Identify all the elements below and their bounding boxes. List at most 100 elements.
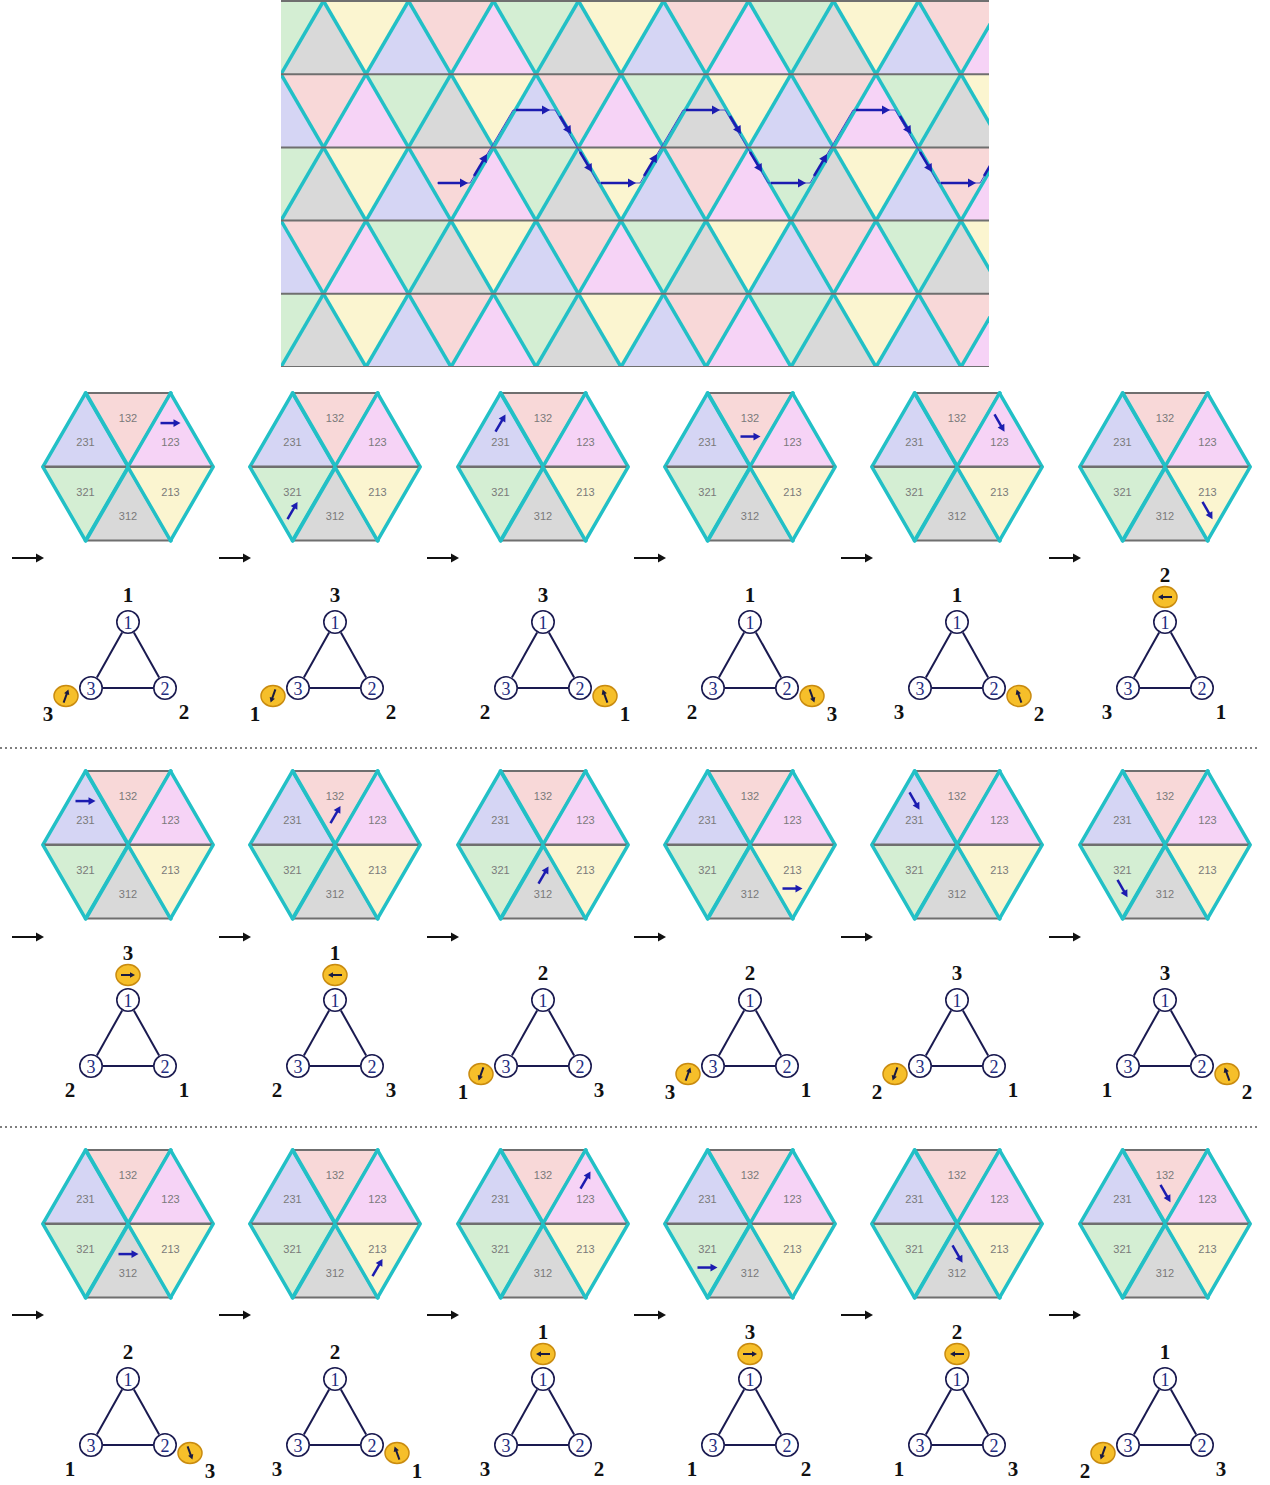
- position-label: 3: [1216, 1459, 1227, 1480]
- triangle-fill: [128, 845, 213, 919]
- tile-edge: [876, 74, 919, 147]
- triangle-edge: [1000, 1150, 1043, 1224]
- triangle-edge: [872, 1223, 957, 1225]
- triangle-edge: [1123, 845, 1166, 919]
- triangle-edge: [793, 771, 836, 845]
- triangle-edge: [1123, 467, 1166, 541]
- triangle-edge: [1080, 1223, 1165, 1225]
- triangle-edge: [586, 393, 629, 467]
- region-label: 123: [161, 1194, 179, 1205]
- triangle-edge: [957, 844, 1042, 846]
- vertex-outline: [1154, 611, 1176, 633]
- region-triangle: 213: [128, 1224, 213, 1298]
- tile-edge: [961, 294, 989, 367]
- triangle-edge: [750, 1223, 835, 1225]
- triangle-fill: [957, 771, 1042, 845]
- triangle-edge: [293, 1224, 336, 1298]
- triangle-fill: [1165, 771, 1250, 845]
- walk-arrow-shaft: [580, 152, 588, 166]
- triangle-edge: [543, 393, 586, 467]
- tile-edge: [834, 294, 877, 367]
- triangle-edge: [171, 771, 214, 845]
- region-label: 321: [1113, 486, 1131, 497]
- triangle-edge: [43, 845, 86, 919]
- step-arrow-head: [658, 1311, 666, 1320]
- walk-arrow-shaft: [516, 109, 543, 112]
- region-label: 123: [990, 437, 1008, 448]
- walk-arrow-head: [628, 179, 636, 188]
- vertex-outline: [532, 611, 554, 633]
- triangle-edge: [665, 844, 750, 846]
- walk-step-arrow-shaft: [995, 415, 1002, 427]
- vertex-outline: [1117, 677, 1139, 699]
- triangle-edge: [1080, 771, 1123, 845]
- coin: [676, 1064, 700, 1085]
- vertex-circle: 1: [323, 988, 347, 1012]
- tile-triangle: [961, 221, 989, 294]
- vertex-circle: 2: [360, 1054, 384, 1078]
- vertex-outline: [117, 1368, 139, 1390]
- region-label: 312: [534, 1268, 552, 1279]
- vertex-circle: 2: [1190, 1433, 1214, 1457]
- graph-edge: [304, 1010, 329, 1055]
- coin-body: [1007, 686, 1031, 707]
- vertex-outline: [117, 611, 139, 633]
- region-triangle: 123: [128, 771, 213, 845]
- region-label: 213: [161, 486, 179, 497]
- tile-edge: [366, 221, 409, 294]
- triangle-edge: [86, 1150, 129, 1224]
- region-label: 321: [905, 486, 923, 497]
- coin-arrow-shaft: [396, 1450, 399, 1459]
- graph-edge: [549, 1389, 574, 1434]
- region-label: 213: [1198, 1243, 1216, 1254]
- vertex-circle: 3: [701, 676, 725, 700]
- vertex-outline: [739, 611, 761, 633]
- step-arrow-head: [243, 1311, 251, 1320]
- tile-edge: [409, 221, 452, 294]
- triangle-edge: [86, 845, 129, 919]
- vertex-circle: 1: [738, 610, 762, 634]
- triangle-edge: [1123, 1224, 1166, 1298]
- triangle-edge: [293, 1149, 378, 1151]
- region-label: 321: [905, 864, 923, 875]
- triangle-shape: [1165, 467, 1250, 541]
- triangle-edge: [957, 467, 1000, 541]
- tile-edge: [579, 294, 622, 367]
- position-label: 1: [1216, 702, 1227, 723]
- region-triangle: 213: [1165, 1224, 1250, 1298]
- triangle-edge: [872, 466, 957, 468]
- triangle-edge: [1000, 1224, 1043, 1298]
- triangle-edge: [665, 466, 750, 468]
- vertex-circle: 1: [1153, 610, 1177, 634]
- region-label: 132: [119, 790, 137, 801]
- vertex-number: 2: [161, 680, 170, 698]
- graph-edge: [518, 687, 568, 689]
- tile-triangle: [961, 294, 989, 367]
- vertex-circle: 3: [286, 1054, 310, 1078]
- triangle-edge: [915, 918, 1000, 920]
- region-label: 123: [161, 437, 179, 448]
- walk-arrow-shaft: [771, 182, 799, 185]
- tile-edge: [409, 294, 452, 367]
- triangle-edge: [335, 845, 378, 919]
- region-triangle: 123: [335, 393, 420, 467]
- triangle-edge: [793, 845, 836, 919]
- triangle-fill: [1165, 1150, 1250, 1224]
- walk-step-arrow-head: [1206, 511, 1213, 519]
- step-arrow-shaft: [219, 936, 244, 938]
- graph-edge: [1171, 1010, 1196, 1055]
- triangle-edge: [43, 467, 86, 541]
- triangle-edge: [458, 1223, 543, 1225]
- step-arrow-head: [1073, 554, 1081, 563]
- region-label: 123: [161, 815, 179, 826]
- triangle-edge: [1080, 466, 1165, 468]
- triangle-shape: [957, 845, 1042, 919]
- vertex-outline: [324, 1368, 346, 1390]
- region-triangle: 213: [750, 467, 835, 541]
- triangle-edge: [665, 1223, 750, 1225]
- vertex-number: 1: [746, 1371, 755, 1389]
- tile-edge: [536, 221, 579, 294]
- coin-body: [469, 1064, 493, 1085]
- walk-arrow-head: [563, 125, 571, 134]
- walk-arrow-head: [798, 179, 806, 188]
